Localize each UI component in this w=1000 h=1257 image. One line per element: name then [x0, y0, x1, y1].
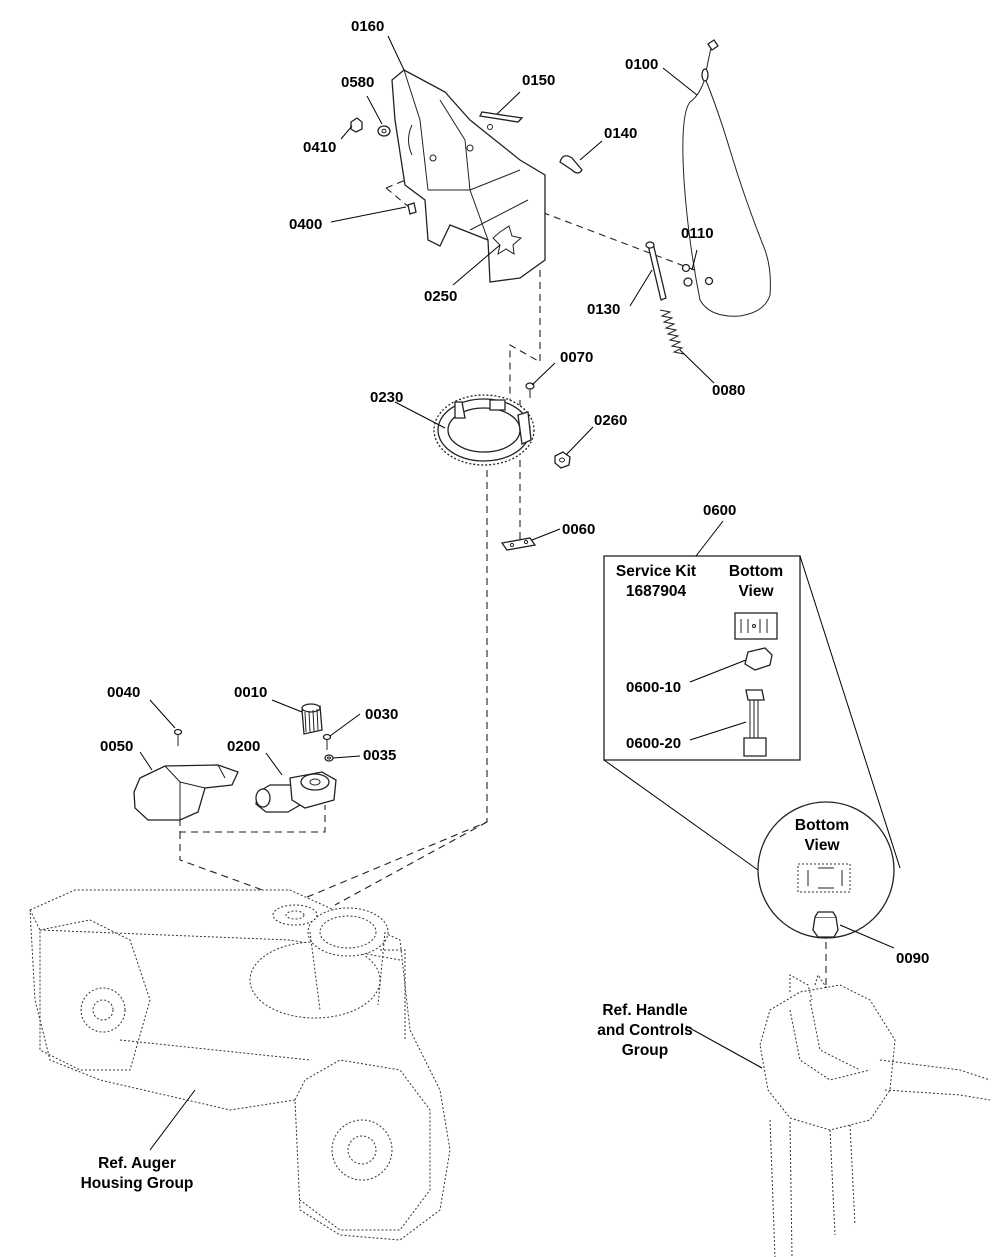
callout-0100: 0100 [625, 56, 658, 73]
callout-0230: 0230 [370, 389, 403, 406]
kit-to-detail-lines [603, 555, 901, 881]
cable-fittings [681, 263, 714, 287]
kit-box-labels: Service Kit 1687904 Bottom View 0600-10 … [616, 563, 783, 752]
service-kit-box [603, 555, 801, 761]
ref-auger-line2: Housing Group [81, 1175, 194, 1192]
washer-0035 [324, 754, 334, 762]
callout-0035: 0035 [363, 747, 396, 764]
ref-handle-line2: and Controls [597, 1022, 693, 1039]
detail-bottom-view-label: Bottom [795, 817, 849, 834]
callout-0600-10: 0600-10 [626, 679, 681, 696]
callout-0400: 0400 [289, 216, 322, 233]
cable-clip [559, 155, 583, 174]
callout-0050: 0050 [100, 738, 133, 755]
service-kit-title: Service Kit [616, 563, 696, 580]
ref-auger-line1: Ref. Auger [98, 1155, 176, 1172]
callout-0130: 0130 [587, 301, 620, 318]
callout-0600-20: 0600-20 [626, 735, 681, 752]
small-hardware [350, 117, 417, 215]
control-rod [645, 241, 667, 301]
detail-bottom-view-label-2: View [804, 837, 840, 854]
deflector-rod [479, 111, 524, 130]
handle-controls-ref [759, 973, 991, 1257]
spring [659, 309, 685, 355]
bracket-0060 [500, 537, 537, 551]
motor-0200 [255, 771, 337, 813]
callout-0040: 0040 [107, 684, 140, 701]
kit-bottom-view-label-2: View [738, 583, 774, 600]
discharge-chute [391, 69, 546, 283]
callout-0030: 0030 [365, 706, 398, 723]
callout-0600: 0600 [703, 502, 736, 519]
nut-0260 [554, 451, 571, 469]
screw-0030 [322, 733, 332, 750]
chute-ring [433, 394, 535, 466]
callout-0140: 0140 [604, 125, 637, 142]
gear-0010 [301, 703, 323, 735]
callout-0160: 0160 [351, 18, 384, 35]
reference-labels: Ref. Handle and Controls Group Ref. Auge… [81, 1002, 693, 1192]
callout-0090: 0090 [896, 950, 929, 967]
callout-labels: 0160 0580 0410 0150 0140 0100 0400 0110 … [100, 18, 929, 967]
callout-0260: 0260 [594, 412, 627, 429]
cover-0050 [133, 764, 239, 821]
ref-handle-line1: Ref. Handle [602, 1002, 688, 1019]
callout-0150: 0150 [522, 72, 555, 89]
ref-handle-line3: Group [622, 1042, 669, 1059]
chute-cable [682, 39, 771, 317]
callout-0060: 0060 [562, 521, 595, 538]
kit-bottom-view-label: Bottom [729, 563, 783, 580]
detail-circle-labels: Bottom View [795, 817, 849, 854]
auger-housing-ref [29, 889, 451, 1241]
callout-0250: 0250 [424, 288, 457, 305]
screw-0070 [525, 382, 535, 398]
service-kit-number: 1687904 [626, 583, 687, 600]
callout-0080: 0080 [712, 382, 745, 399]
callout-0070: 0070 [560, 349, 593, 366]
screw-0040 [173, 728, 183, 746]
callout-0200: 0200 [227, 738, 260, 755]
callout-0110: 0110 [681, 225, 714, 242]
callout-0410: 0410 [303, 139, 336, 156]
callout-0580: 0580 [341, 74, 374, 91]
leader-lines [139, 35, 895, 1151]
detail-circle [757, 801, 895, 939]
callout-0010: 0010 [234, 684, 267, 701]
